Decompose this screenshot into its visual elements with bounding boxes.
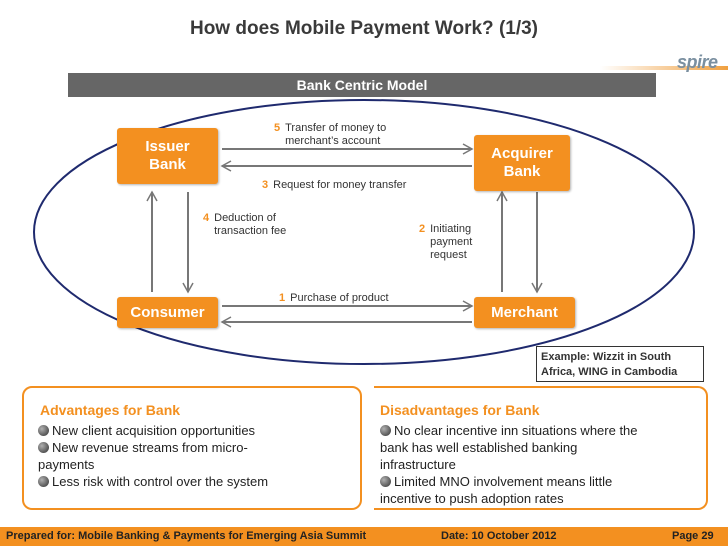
page-title: How does Mobile Payment Work? (1/3) bbox=[189, 18, 539, 39]
footer-prepared: Prepared for: Mobile Banking & Payments … bbox=[6, 530, 367, 542]
bullet-icon bbox=[38, 476, 49, 487]
disadvantages-heading: Disadvantages for Bank bbox=[380, 402, 540, 418]
footer-bar: Prepared for: Mobile Banking & Payments … bbox=[0, 527, 728, 546]
list-item: No clear incentive inn situations where … bbox=[380, 422, 698, 439]
list-item: bank has well established banking bbox=[380, 440, 578, 455]
issuer-bank-node: Issuer Bank bbox=[117, 128, 218, 184]
advantages-panel: Advantages for Bank New client acquisiti… bbox=[22, 386, 362, 510]
cycle-ellipse bbox=[33, 99, 695, 365]
bullet-icon bbox=[38, 425, 49, 436]
spire-logo: spire bbox=[677, 52, 718, 72]
list-item: New client acquisition opportunities bbox=[38, 422, 358, 439]
list-item: incentive to push adoption rates bbox=[380, 491, 564, 506]
model-title-band: Bank Centric Model bbox=[68, 73, 656, 97]
advantages-heading: Advantages for Bank bbox=[40, 402, 181, 418]
disadvantages-list: No clear incentive inn situations where … bbox=[380, 422, 698, 507]
disadvantages-panel: Disadvantages for Bank No clear incentiv… bbox=[374, 386, 708, 510]
example-box: Example: Wizzit in South Africa, WING in… bbox=[536, 346, 704, 382]
list-item: New revenue streams from micro- bbox=[38, 439, 358, 456]
bullet-icon bbox=[380, 476, 391, 487]
logo-accent-bar bbox=[600, 66, 728, 70]
list-item: Less risk with control over the system bbox=[38, 473, 358, 490]
merchant-node: Merchant bbox=[474, 297, 575, 328]
list-item: payments bbox=[38, 457, 95, 472]
consumer-node: Consumer bbox=[117, 297, 218, 328]
list-item: infrastructure bbox=[380, 457, 456, 472]
footer-page: Page 29 bbox=[672, 530, 714, 542]
footer-date: Date: 10 October 2012 bbox=[441, 530, 557, 542]
list-item: Limited MNO involvement means little bbox=[380, 473, 698, 490]
acquirer-bank-node: Acquirer Bank bbox=[474, 135, 570, 191]
bullet-icon bbox=[380, 425, 391, 436]
advantages-list: New client acquisition opportunities New… bbox=[38, 422, 358, 490]
bullet-icon bbox=[38, 442, 49, 453]
